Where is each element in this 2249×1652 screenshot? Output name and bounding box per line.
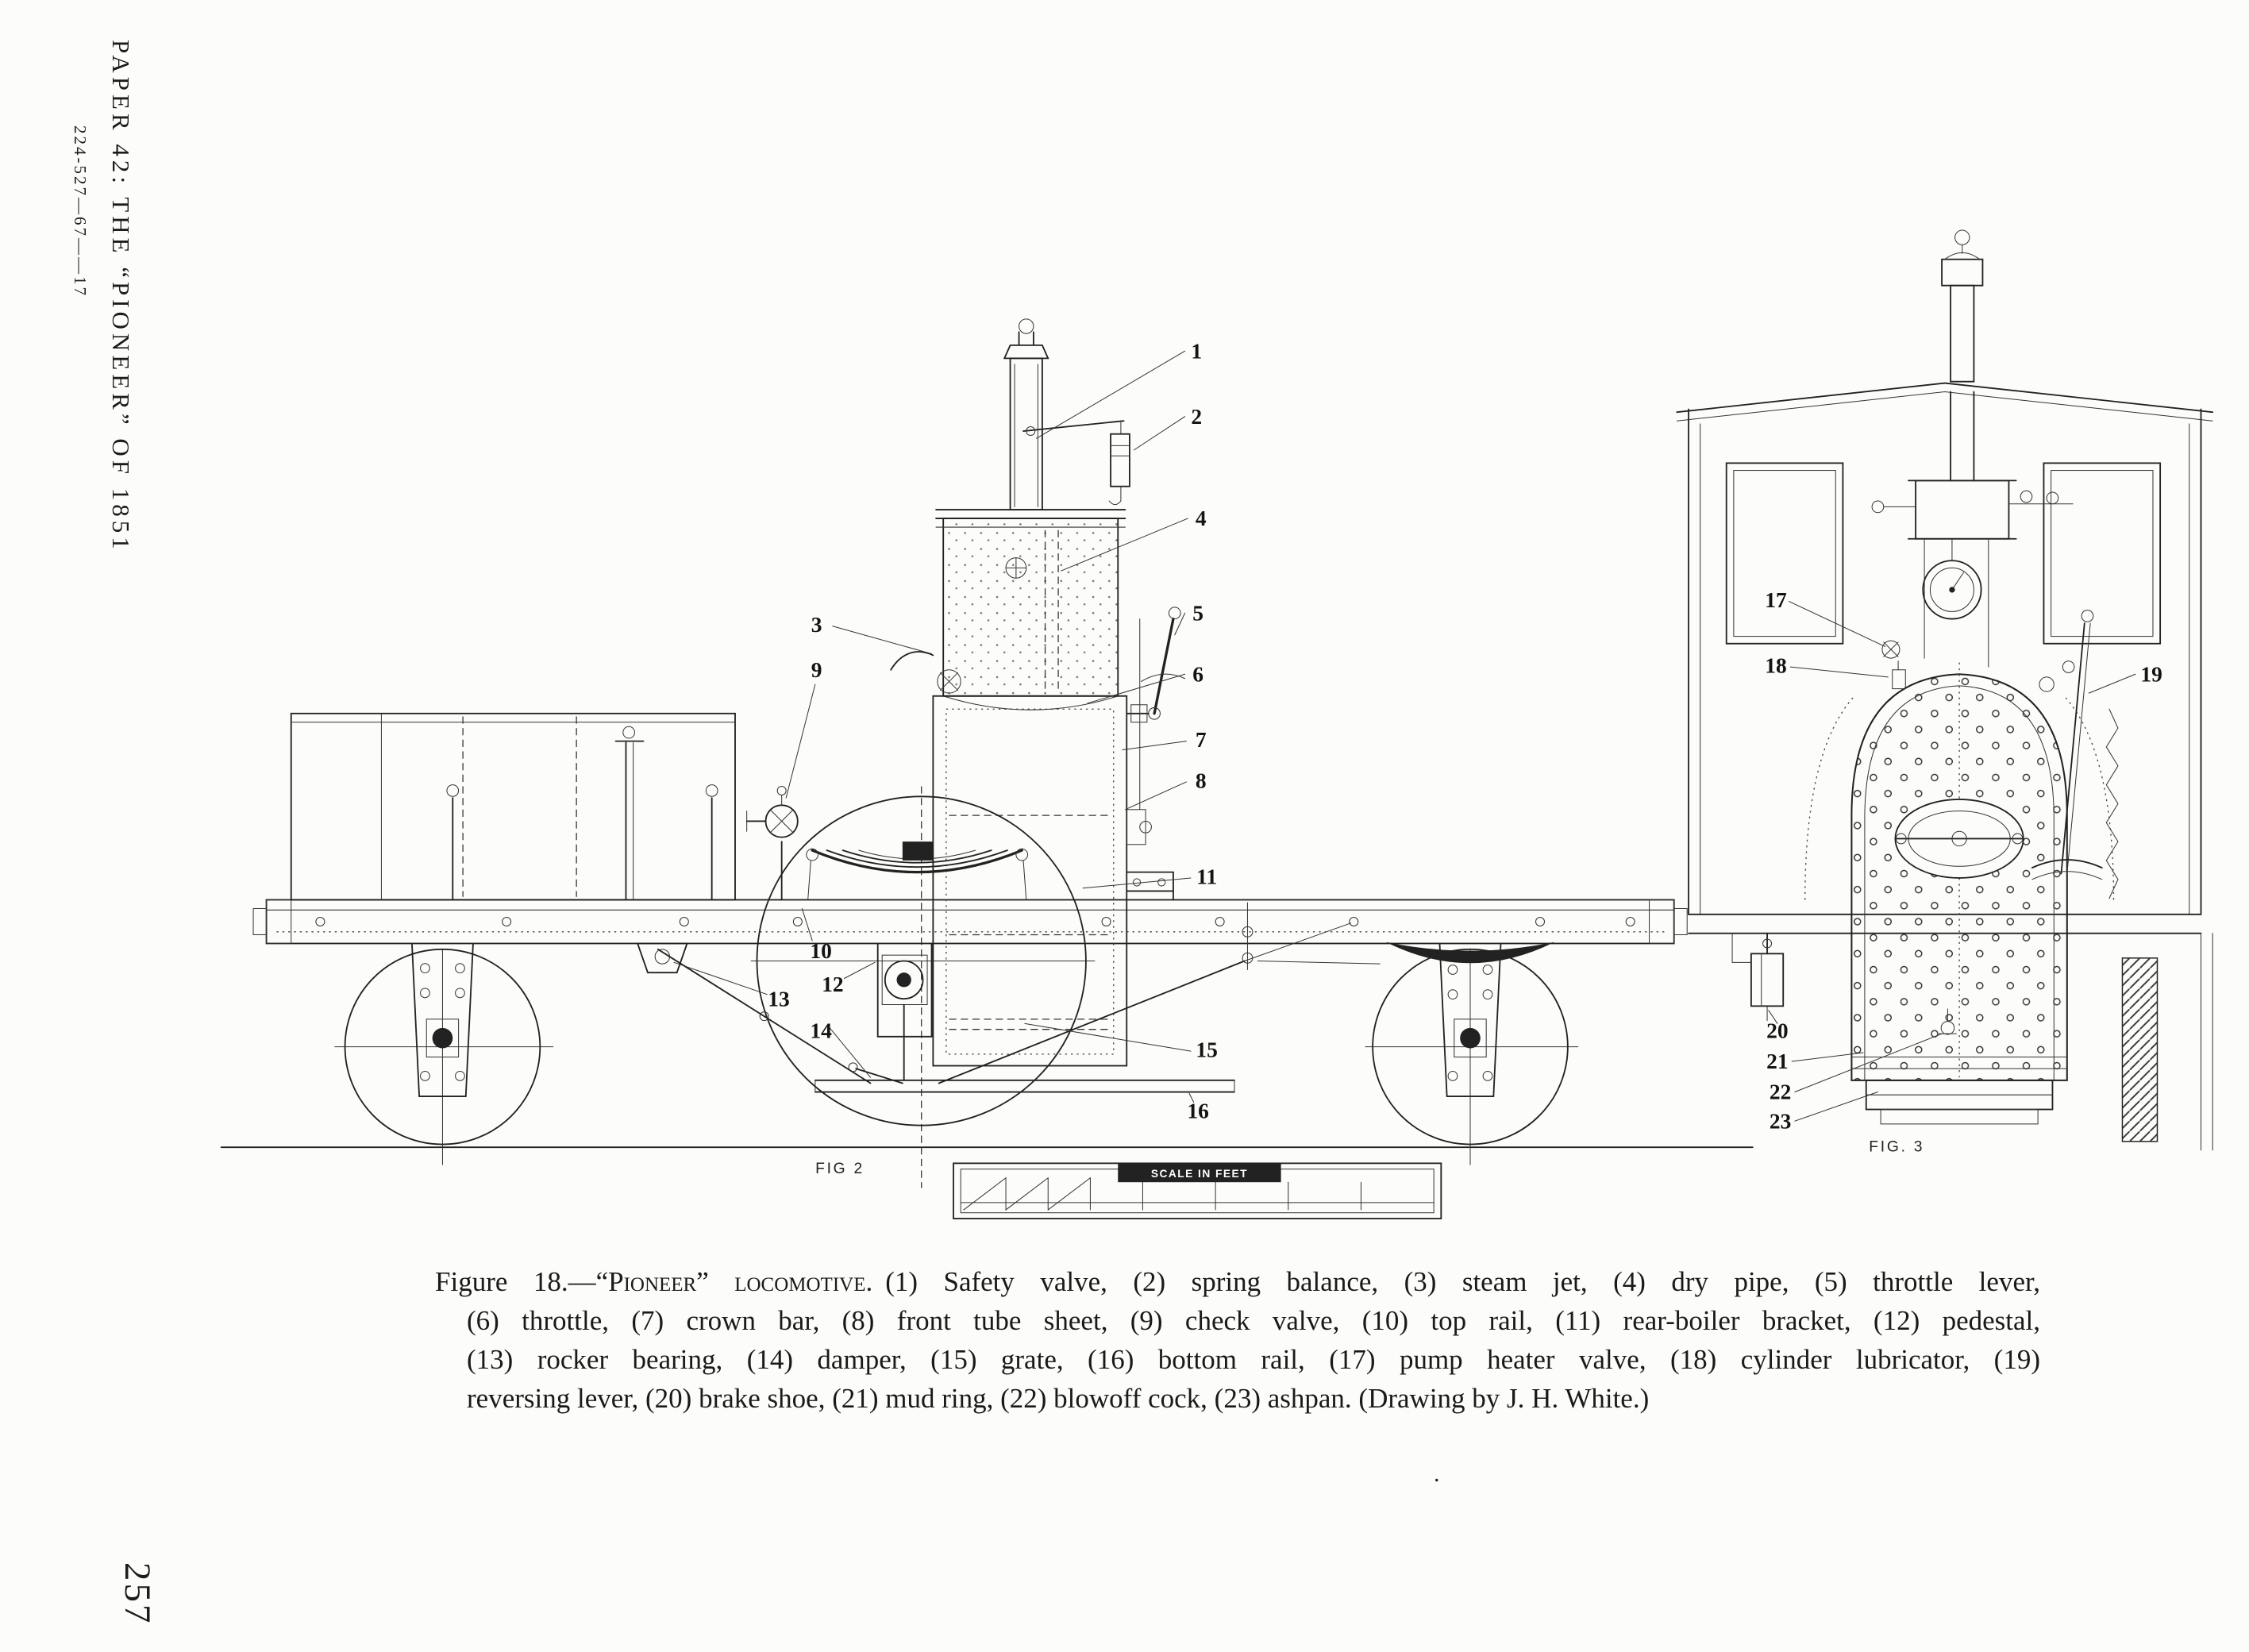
running-head: PAPER 42: THE “PIONEER” OF 1851 [107,40,135,553]
callout-15: 15 [1196,1038,1218,1062]
firebox [932,695,1152,1067]
fig3-label: FIG. 3 [1869,1139,1924,1156]
callout-18: 18 [1765,653,1787,677]
manifold-and-gauge [1871,479,2074,668]
rear-view-locomotive [1676,229,2214,1151]
safety-valve-column [1003,318,1130,510]
cab [1676,382,2214,934]
figure-caption: Figure 18.—“Pioneer” locomotive. (1) Safe… [435,1262,2040,1418]
frame-deck [252,899,1688,945]
rear-callout-leaders [1768,601,2136,1122]
callout-14: 14 [810,1019,832,1043]
brake-shoe [1731,932,1785,1022]
pump-heater-valve [1881,640,1900,659]
callout-7: 7 [1196,727,1207,752]
callout-3: 3 [811,612,822,637]
side-callout-numbers: 1 2 3 4 5 6 7 8 9 10 11 12 13 14 15 16 [768,338,1218,1123]
callout-8: 8 [1196,768,1207,792]
check-valve [745,785,799,901]
center-wheel-pedestal [636,795,1087,1126]
bottom-rail [814,1079,1235,1093]
rear-wheel [1372,942,1569,1146]
front-wheel [344,942,541,1146]
callout-12: 12 [822,972,844,996]
rear-boiler-bracket [1126,871,1174,901]
tender-box [290,712,736,901]
page-number: 257 [117,1562,158,1626]
caption-line-1: Figure 18.—“Pioneer” locomotive. (1) Safe… [435,1262,2040,1301]
scale-in-feet-label: SCALE IN FEET [1151,1168,1248,1180]
callout-9: 9 [811,657,822,682]
mud-ring [1850,1057,2068,1069]
caption-figure-label: Figure 18.— [435,1266,596,1297]
caption-title-smallcaps: “Pioneer” locomotive. [595,1266,873,1297]
callout-16: 16 [1187,1099,1209,1123]
caption-line-1-rest: (1) Safety valve, (2) spring balance, (3… [885,1266,2040,1297]
callout-1: 1 [1191,338,1202,363]
scale-bar: SCALE IN FEET [953,1162,1442,1219]
callout-4: 4 [1196,506,1207,530]
callout-23: 23 [1770,1108,1792,1133]
callout-2: 2 [1191,404,1202,429]
callout-6: 6 [1192,661,1203,686]
side-view-locomotive [220,318,1754,1188]
figure-18-drawing: 1 2 3 4 5 6 7 8 9 10 11 12 13 14 15 16 [220,229,2214,1219]
reversing-lever [2031,610,2119,899]
callout-13: 13 [768,986,790,1011]
callout-19: 19 [2140,661,2162,686]
callout-5: 5 [1192,600,1203,625]
callout-20: 20 [1766,1019,1788,1043]
ornament-dot: . [1434,1461,1440,1487]
callout-22: 22 [1770,1080,1792,1104]
throttle-lever [1126,607,1186,811]
cylinder-lubricator [1892,660,1906,690]
leaf-spring-center [806,841,1029,900]
callout-21: 21 [1766,1049,1788,1073]
fig2-label: FIG 2 [815,1161,865,1177]
tender-corner [2121,933,2213,1151]
stack [1941,229,1984,482]
caption-line-2: (6) throttle, (7) crown bar, (8) front t… [467,1305,2040,1336]
steam-jet [890,651,961,694]
callout-11: 11 [1196,864,1217,888]
callout-10: 10 [810,938,832,963]
equalizer-rods [657,902,1381,1084]
callout-17: 17 [1765,587,1787,612]
blowoff-cock [1938,1008,1957,1035]
boiler-backhead [1850,662,2068,1081]
boiler-drum [935,509,1126,697]
ashpan [1865,1079,2054,1125]
side-callout-leaders [673,350,1195,1103]
print-code: 224-527—67——17 [71,125,90,298]
caption-line-3: (13) rocker bearing, (14) damper, (15) g… [467,1344,2040,1375]
caption-line-4: reversing lever, (20) brake shoe, (21) m… [467,1383,1650,1414]
rear-callout-numbers: 17 18 19 20 21 22 23 [1765,587,2162,1133]
